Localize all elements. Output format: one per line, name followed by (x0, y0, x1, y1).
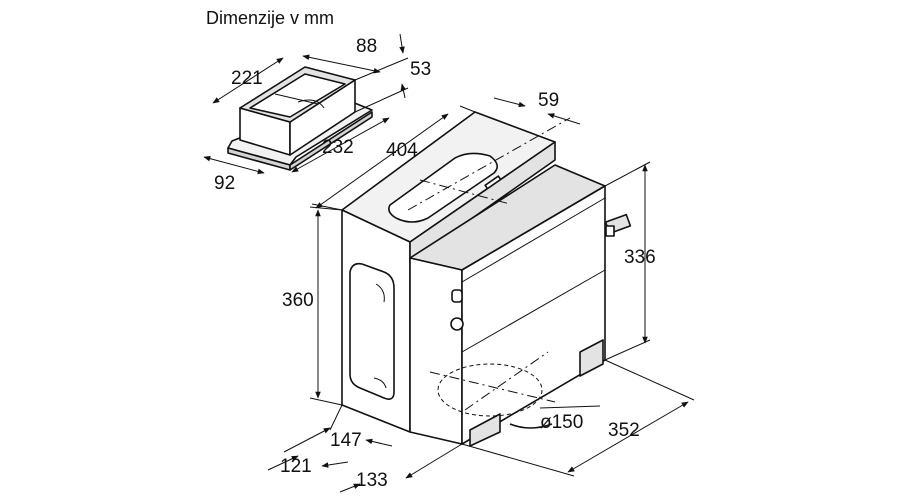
dim-ext-336b (604, 339, 651, 361)
unit-dimensions: 404 59 336 360 147 121 133 ø150 352 (267, 90, 695, 493)
housing-bottom-vent (469, 413, 501, 447)
dim-arrow-53-top (399, 33, 405, 54)
front-frame-opening (349, 262, 395, 400)
dim-line-88 (302, 54, 381, 74)
dim-arrow-147-left (283, 427, 331, 453)
dim-line-404 (315, 113, 449, 209)
hood-unit (341, 111, 632, 447)
dim-label-147: 147 (330, 430, 362, 451)
housing-band-mid (461, 269, 606, 353)
dim-label-232: 232 (322, 137, 354, 158)
dim-line-352 (567, 401, 689, 473)
dim-arrow-121-right (321, 461, 349, 468)
dim-arrow-133-left (339, 483, 361, 493)
dim-ext-147 (329, 404, 343, 431)
axis-top-1 (407, 117, 571, 211)
adapter-opening (249, 73, 346, 118)
dim-ext-336a (604, 161, 651, 187)
dim-ext-360a (309, 206, 343, 211)
bottom-outlet-circle (437, 363, 543, 417)
dim-label-53: 53 (410, 59, 431, 80)
dim-line-221 (212, 57, 284, 104)
drawing-title: Dimenzije v mm (206, 8, 334, 28)
dim-label-121: 121 (280, 456, 312, 477)
side-connector-tip (605, 225, 615, 237)
dim-ext-404a (311, 203, 343, 211)
dim-ext-352a (461, 443, 575, 477)
dim-arrow-147-right (365, 438, 393, 447)
dim-label-59: 59 (538, 90, 559, 111)
housing-band-top (461, 197, 606, 283)
dim-ext-404b (459, 105, 476, 113)
dim-label-360: 360 (282, 290, 314, 311)
dim-label-92: 92 (214, 173, 235, 194)
dim-label-150: ø150 (540, 412, 583, 433)
dim-ext-53a (354, 57, 409, 81)
dim-label-352: 352 (608, 420, 640, 441)
opening-detail-bottom (373, 377, 387, 389)
dim-arrow-121-left (267, 455, 299, 471)
dim-label-221: 221 (231, 68, 263, 89)
dim-arrow-59-left (493, 97, 526, 108)
axis-bottom-2 (464, 351, 549, 411)
knob-top (451, 289, 463, 303)
dim-ext-360b (309, 397, 343, 406)
dim-line-92 (203, 155, 265, 175)
bottom-outlet-visible (509, 423, 553, 429)
housing-vent (579, 339, 604, 377)
dim-arrow-53-bottom (400, 83, 407, 99)
dim-label-336: 336 (624, 247, 656, 268)
dim-leader-150 (539, 405, 601, 409)
dim-label-133: 133 (356, 470, 388, 491)
dim-arrow-133-right (405, 443, 463, 479)
adapter-curve (297, 99, 325, 109)
motor-housing-side (409, 257, 463, 445)
axis-bottom-1 (429, 371, 556, 403)
dim-ext-352b (604, 359, 695, 401)
dim-label-88: 88 (356, 36, 377, 57)
opening-detail-top (375, 283, 385, 303)
knob-bottom (450, 317, 464, 331)
dim-ext-53b (354, 87, 409, 113)
dim-arrow-59-right (547, 113, 581, 125)
unit-frame-side-strip (409, 141, 556, 263)
dim-label-404: 404 (386, 140, 418, 161)
